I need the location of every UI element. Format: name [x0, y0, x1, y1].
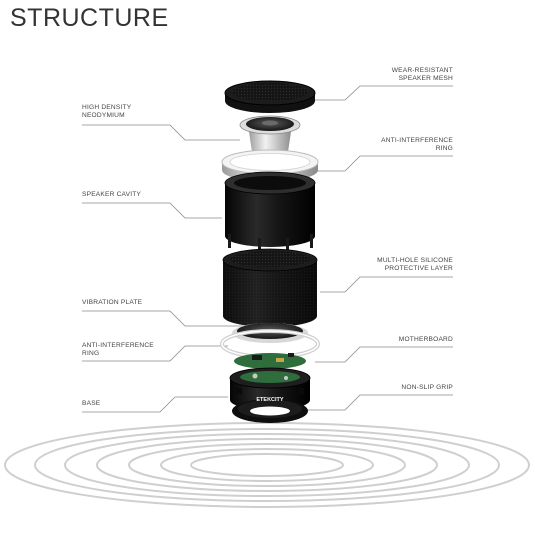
leader-lines [82, 85, 453, 413]
label-speaker-mesh: WEAR-RESISTANT SPEAKER MESH [391, 67, 453, 82]
non-slip-grip: ETEKCITY [232, 397, 308, 423]
label-speaker-cavity: SPEAKER CAVITY [82, 191, 142, 198]
motherboard [234, 353, 306, 369]
label-vibration-plate: VIBRATION PLATE [82, 299, 143, 306]
label-motherboard: MOTHERBOARD [398, 336, 453, 343]
label-base: BASE [82, 400, 101, 407]
label-silicone-layer: MULTI-HOLE SILICONE PROTECTIVE LAYER [377, 257, 453, 272]
speaker-cavity [224, 171, 316, 252]
neodymium-driver [239, 115, 301, 157]
speaker-mesh-cap [224, 80, 316, 113]
label-neodymium: HIGH DENSITY NEODYMIUM [82, 104, 132, 119]
floor-ripples [4, 422, 530, 508]
label-anti-interference-ring-left: ANTI-INTERFERENCE RING [82, 342, 154, 357]
brand-logo: ETEKCITY [256, 397, 284, 403]
label-anti-interference-ring-right: ANTI-INTERFERENCE RING [381, 137, 453, 152]
silicone-protective-layer [222, 248, 318, 327]
label-non-slip-grip: NON-SLIP GRIP [401, 384, 453, 391]
page-title: STRUCTURE [10, 4, 169, 32]
